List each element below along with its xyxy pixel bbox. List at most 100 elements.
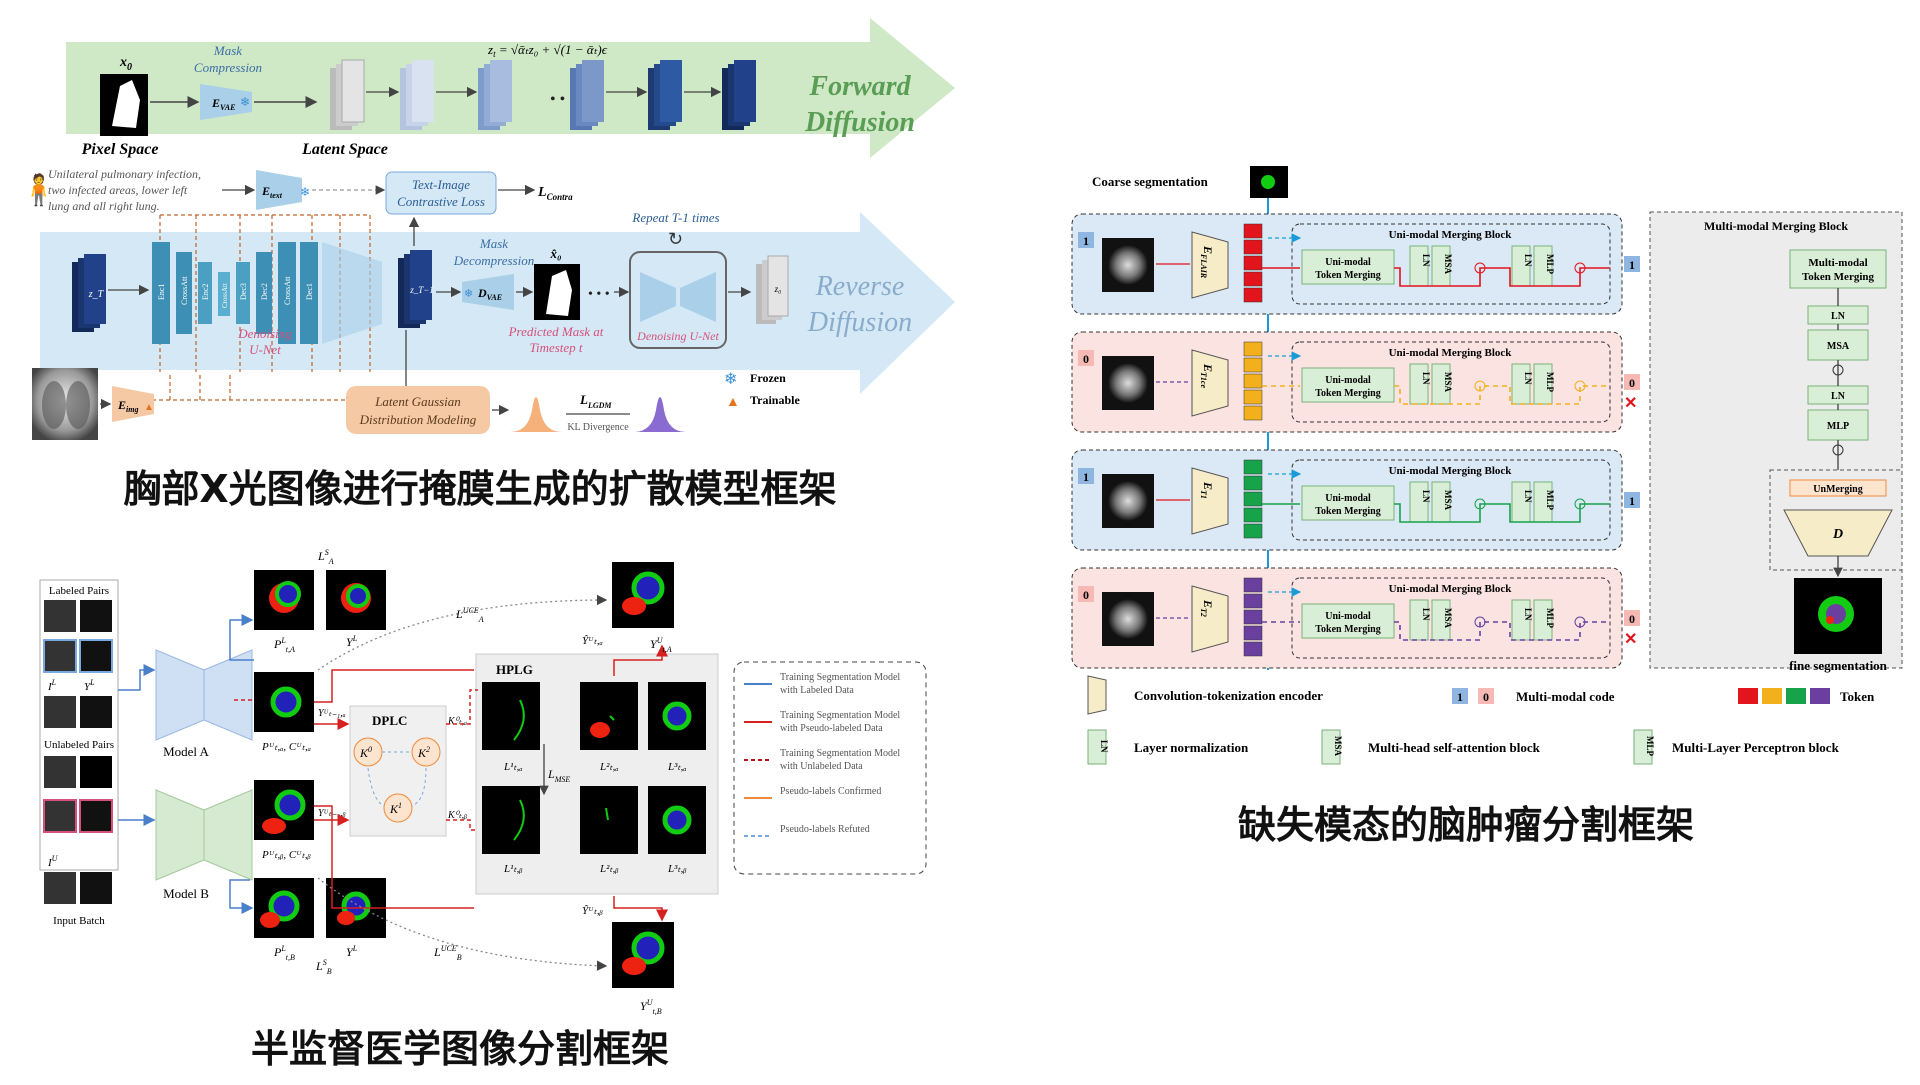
out-code-0: 1 (1629, 258, 1635, 272)
lucea-label: LUCEA (455, 606, 484, 624)
uni-ln-label-2-2: LN (1523, 490, 1533, 503)
modality-token-1-1 (1243, 357, 1263, 373)
denoising-unet-2: U-Net (249, 342, 281, 357)
semi-legend-box (733, 661, 927, 875)
semi-legend-text-2-a: Training Segmentation Model (780, 748, 900, 759)
hplg-l1tb: L¹ₜ,ᵦ (503, 863, 523, 875)
lsa-label: LSA (317, 548, 334, 566)
uni-mlp-label-2-3: MLP (1545, 490, 1555, 510)
mask-decomp-2: Decompression (453, 253, 534, 268)
lgdm-l1: Latent Gaussian (374, 394, 461, 409)
uni-block-3 (1291, 577, 1611, 659)
modality-token-0-1 (1243, 239, 1263, 255)
modality-token-3-4 (1243, 641, 1263, 657)
frozen-text-icon: ❄ (300, 185, 310, 199)
ptbu-label: Pᵁₜ,ᵦ, Cᵁₜ,ᵦ (261, 849, 311, 861)
token-legend-swatch-1 (1762, 688, 1782, 704)
evae-encoder (200, 84, 252, 120)
lgdm-box (346, 386, 490, 434)
il-label: IL (47, 678, 57, 693)
decoder-d (1783, 509, 1893, 557)
uni-token-merging-0 (1301, 249, 1395, 285)
uni-ln-box-1-0 (1409, 363, 1429, 405)
contrastive-l2: Contrastive Loss (397, 194, 485, 209)
uni-flow-3 (1394, 621, 1610, 641)
latent-stacks: Latent Space • • • (301, 59, 756, 158)
pred-b-unlabeled (254, 780, 314, 840)
legend-code-label: Multi-modal code (1516, 689, 1615, 704)
dvae-label: DVAE (477, 286, 502, 302)
modality-encoder-2 (1191, 467, 1229, 535)
yl-b-label: YL (346, 944, 358, 959)
mm-ln-2-label: LN (1831, 391, 1846, 402)
yl-a-label: YL (346, 634, 358, 649)
trainable-legend-label: Trainable (750, 393, 800, 407)
latent-zt1 (648, 60, 682, 130)
hplg-l2ta: L²ₜ,ₐ (599, 761, 619, 773)
unet-block-1: Enc1 (157, 284, 166, 300)
uni-token-merging-l2-1: Token Merging (1315, 388, 1380, 399)
pixel-space-label: Pixel Space (81, 141, 159, 158)
l-contra: LContra (537, 185, 573, 202)
ptal-label: PLt,A (273, 636, 295, 654)
mmtm-l1: Multi-modal (1808, 257, 1867, 269)
k2-label: K2 (417, 745, 430, 760)
forward-label-2: Diffusion (804, 107, 915, 138)
modality-code-box-2 (1078, 468, 1094, 484)
uni-ln-box-3-0 (1409, 599, 1429, 641)
uni-msa-label-2-1: MSA (1443, 490, 1453, 511)
semi-legend-text-4-a: Pseudo-labels Refuted (780, 824, 870, 835)
uni-token-merging-1 (1301, 367, 1395, 403)
lmse-label: LMSE (547, 767, 570, 784)
modality-mri-brain-1 (1108, 363, 1148, 403)
caption-diffusion: 胸部X光图像进行掩膜生成的扩散模型框架 (123, 467, 836, 511)
uni-flow-0 (1394, 267, 1610, 287)
uni-token-merging-l1-0: Uni-modal (1325, 257, 1371, 268)
uni-block-label-1: Uni-modal Merging Block (1389, 347, 1513, 359)
latent-z0 (330, 59, 365, 130)
uni-block-1 (1291, 341, 1611, 423)
pred-a-unlabeled (254, 672, 314, 732)
etext-encoder (256, 170, 302, 210)
hplg-grid (482, 682, 706, 854)
modality-code-2: 1 (1083, 470, 1089, 484)
uni-ln-label-2-0: LN (1421, 490, 1431, 503)
unet-block-7: CrossAtt (283, 276, 292, 305)
legend-ln-icon: LN (1099, 740, 1109, 753)
k1-label: K1 (389, 801, 402, 816)
latent-space-label: Latent Space (301, 141, 388, 158)
uni-block-label-3: Uni-modal Merging Block (1389, 583, 1513, 595)
input-batch-label: Input Batch (53, 915, 105, 927)
contrastive-loss-box (385, 171, 497, 215)
predicted-mask-1: Predicted Mask at (508, 324, 604, 339)
mm-mlp (1807, 409, 1869, 441)
legend-token-label: Token (1840, 689, 1875, 704)
uni-token-merging-l2-3: Token Merging (1315, 624, 1380, 635)
semi-panel: Labeled Pairs IL YL Unlabeled Pairs IU I… (39, 548, 927, 1016)
unmerging-box (1789, 479, 1887, 497)
patient-icon: 🧍 (20, 172, 57, 207)
labeled-pairs-label: Labeled Pairs (49, 585, 109, 597)
uni-flow-2 (1394, 503, 1610, 523)
zT-input-stack (72, 254, 106, 332)
uni-block-label-0: Uni-modal Merging Block (1389, 229, 1513, 241)
denoising-unet-loop-label: Denoising U-Net (636, 329, 719, 343)
repeat-label: Repeat T-1 times (631, 210, 719, 225)
legend-msa-icon: MSA (1333, 736, 1343, 757)
legend-ln: Layer normalization (1134, 740, 1249, 755)
token-legend-swatch-0 (1738, 688, 1758, 704)
evae-label: EVAE (211, 96, 235, 112)
pred-a-labeled (254, 570, 386, 630)
semi-legend-text-1-a: Training Segmentation Model (780, 710, 900, 721)
k0-label: K0 (359, 745, 372, 760)
z0-output-stack (756, 255, 789, 324)
model-b-label: Model B (163, 886, 209, 901)
k-tb-label: K⁰ₜ,ᵦ (447, 810, 467, 821)
latent-zt2 (570, 60, 604, 130)
trainable-legend-icon: ▲ (726, 395, 740, 410)
modality-token-2-1 (1243, 475, 1263, 491)
contrastive-l1: Text-Image (412, 177, 470, 192)
